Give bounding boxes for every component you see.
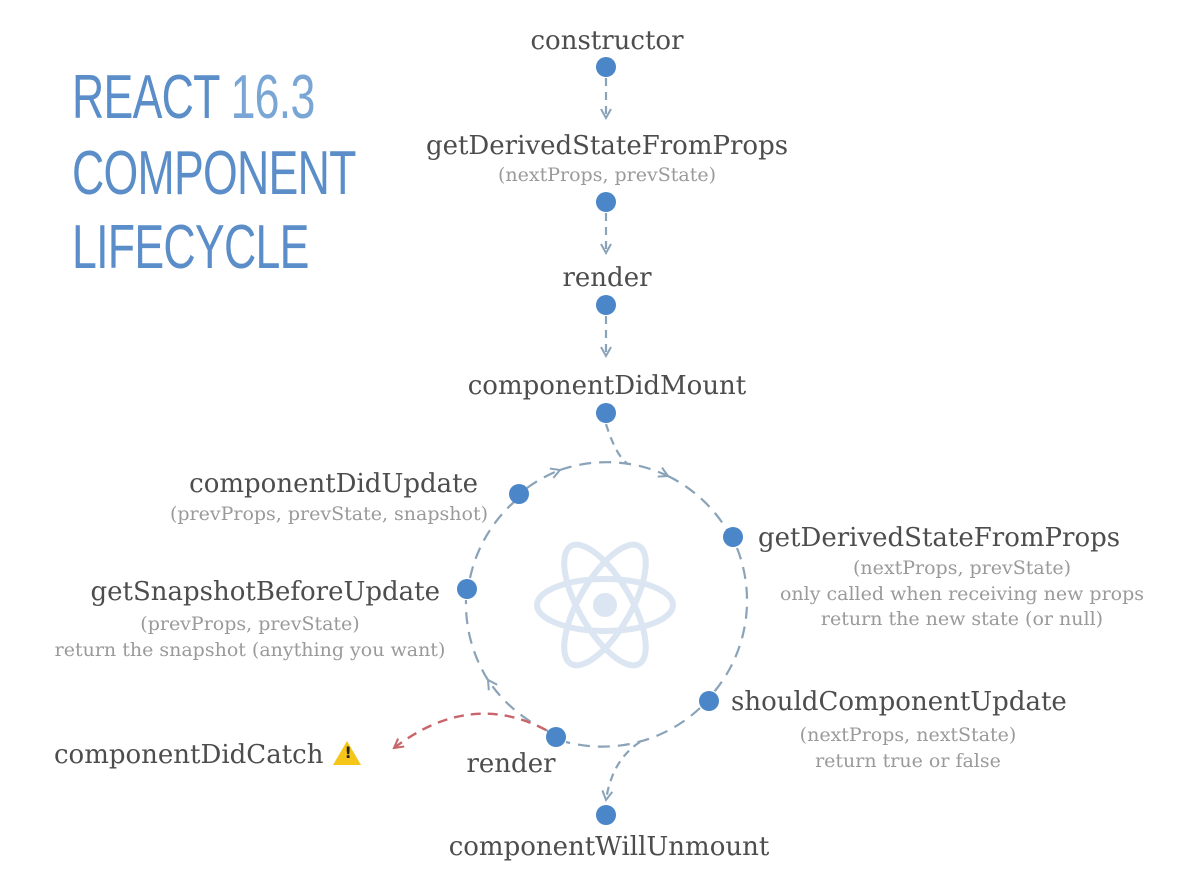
node-get-snapshot[interactable] (457, 579, 477, 599)
label-gdsfp-mount: getDerivedStateFromProps (425, 131, 789, 161)
params-gdsfp-mount: (nextProps, prevState) (497, 164, 717, 186)
title-line-2: COMPONENT (72, 139, 356, 208)
title-line-1: REACT 16.3 (72, 67, 315, 129)
label-render-update: render (466, 749, 556, 779)
gdsfp-update-params: (nextProps, prevState) (852, 557, 1072, 579)
error-connector (394, 712, 547, 748)
label-component-will-unmount: componentWillUnmount (448, 832, 770, 862)
node-should-update[interactable] (699, 691, 719, 711)
node-render-mount[interactable] (596, 295, 616, 315)
params-get-snapshot: (prevProps, prevState) return the snapsh… (55, 612, 446, 663)
params-should-update: (nextProps, nextState) return true or fa… (800, 723, 1017, 774)
should-update-params: (nextProps, nextState) (799, 724, 1017, 746)
unmount-connector (606, 741, 641, 800)
component-did-catch-text: componentDidCatch (54, 740, 324, 770)
label-component-did-catch: componentDidCatch (54, 740, 362, 770)
node-gdsfp-mount[interactable] (596, 192, 616, 212)
label-component-did-mount: componentDidMount (467, 371, 747, 401)
lifecycle-nodes (457, 57, 743, 825)
react-logo-icon (534, 541, 676, 669)
warning-icon (333, 741, 362, 765)
params-component-did-update: (prevProps, prevState, snapshot) (169, 503, 488, 525)
node-component-did-update[interactable] (509, 484, 529, 504)
node-component-did-mount[interactable] (596, 403, 616, 423)
label-render-mount: render (562, 263, 652, 293)
label-get-snapshot: getSnapshotBeforeUpdate (90, 577, 441, 607)
params-gdsfp-update: (nextProps, prevState) only called when … (780, 556, 1144, 633)
should-update-note: return true or false (815, 749, 1001, 772)
node-will-unmount[interactable] (596, 805, 616, 825)
get-snapshot-note: return the snapshot (anything you want) (54, 638, 446, 661)
node-gdsfp-update[interactable] (723, 527, 743, 547)
title-version: 16.3 (230, 63, 316, 132)
label-constructor: constructor (530, 26, 684, 56)
label-gdsfp-update: getDerivedStateFromProps (758, 523, 1121, 553)
gdsfp-update-note-2: return the new state (or null) (820, 608, 1104, 631)
label-should-update: shouldComponentUpdate (731, 687, 1067, 717)
label-component-did-update: componentDidUpdate (189, 469, 478, 499)
title-react: REACT (72, 63, 220, 132)
node-render-update[interactable] (546, 727, 566, 747)
gdsfp-update-note-1: only called when receiving new props (779, 582, 1145, 605)
node-constructor[interactable] (596, 57, 616, 77)
get-snapshot-params: (prevProps, prevState) (140, 613, 360, 635)
title-line-3: LIFECYCLE (72, 213, 309, 282)
